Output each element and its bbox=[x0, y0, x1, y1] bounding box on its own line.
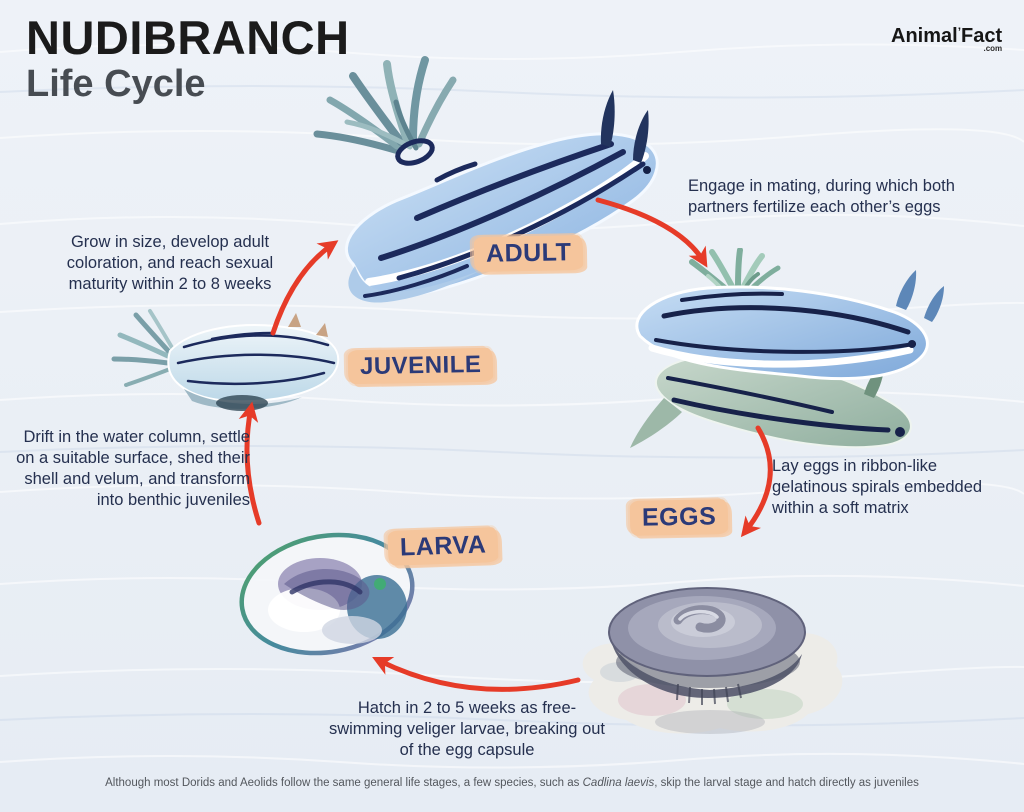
logo-text-fact: Fact bbox=[961, 25, 1003, 47]
animalfact-logo: AnimalʼFact .com bbox=[891, 26, 1002, 53]
caption-mating: Engage in mating, during which both part… bbox=[688, 177, 955, 216]
juvenile-gills-icon bbox=[111, 309, 176, 387]
mating-rhinophore-icon bbox=[896, 270, 917, 310]
page-title: NUDIBRANCH bbox=[26, 11, 350, 64]
footer-text-pre: Although most Dorids and Aeolids follow … bbox=[105, 777, 583, 789]
juvenile-rhinophore-icon bbox=[288, 313, 301, 327]
footer-text-post: , skip the larval stage and hatch direct… bbox=[654, 777, 919, 789]
stage-label-eggs: EGGS bbox=[629, 499, 729, 536]
larva-illustration bbox=[232, 522, 427, 667]
caption-lay: Lay eggs in ribbon-like gelatinous spira… bbox=[772, 457, 983, 517]
footer-species-name: Cadlina laevis bbox=[582, 777, 655, 789]
logo-tld: .com bbox=[983, 44, 1003, 53]
logo-text-animal: Animal bbox=[891, 25, 958, 47]
caption-hatch: Hatch in 2 to 5 weeks as free-swimming v… bbox=[328, 699, 606, 759]
page-subtitle: Life Cycle bbox=[26, 63, 206, 105]
mating-rhinophore-icon bbox=[924, 286, 944, 322]
stage-label-juvenile: JUVENILE bbox=[347, 347, 494, 385]
adult-rhinophore-icon bbox=[633, 110, 649, 163]
egg-spiral-illustration bbox=[560, 532, 850, 742]
juvenile-nudibranch-illustration bbox=[92, 293, 347, 423]
adult-gills-icon bbox=[313, 56, 457, 154]
footer-note: Although most Dorids and Aeolids follow … bbox=[0, 777, 1024, 789]
header: NUDIBRANCH Life Cycle bbox=[26, 14, 350, 103]
caption-grow: Grow in size, develop adult coloration, … bbox=[66, 233, 274, 293]
logo-accent-mark: ʼ bbox=[957, 25, 962, 39]
juvenile-rhinophore-icon bbox=[316, 323, 328, 337]
adult-rhinophore-icon bbox=[600, 90, 615, 147]
stage-label-larva: LARVA bbox=[387, 527, 499, 566]
stage-label-adult: ADULT bbox=[473, 235, 584, 272]
caption-drift: Drift in the water column, settle on a s… bbox=[16, 428, 250, 509]
adult-nudibranch-illustration bbox=[295, 52, 675, 307]
mating-pair-illustration bbox=[612, 248, 947, 463]
